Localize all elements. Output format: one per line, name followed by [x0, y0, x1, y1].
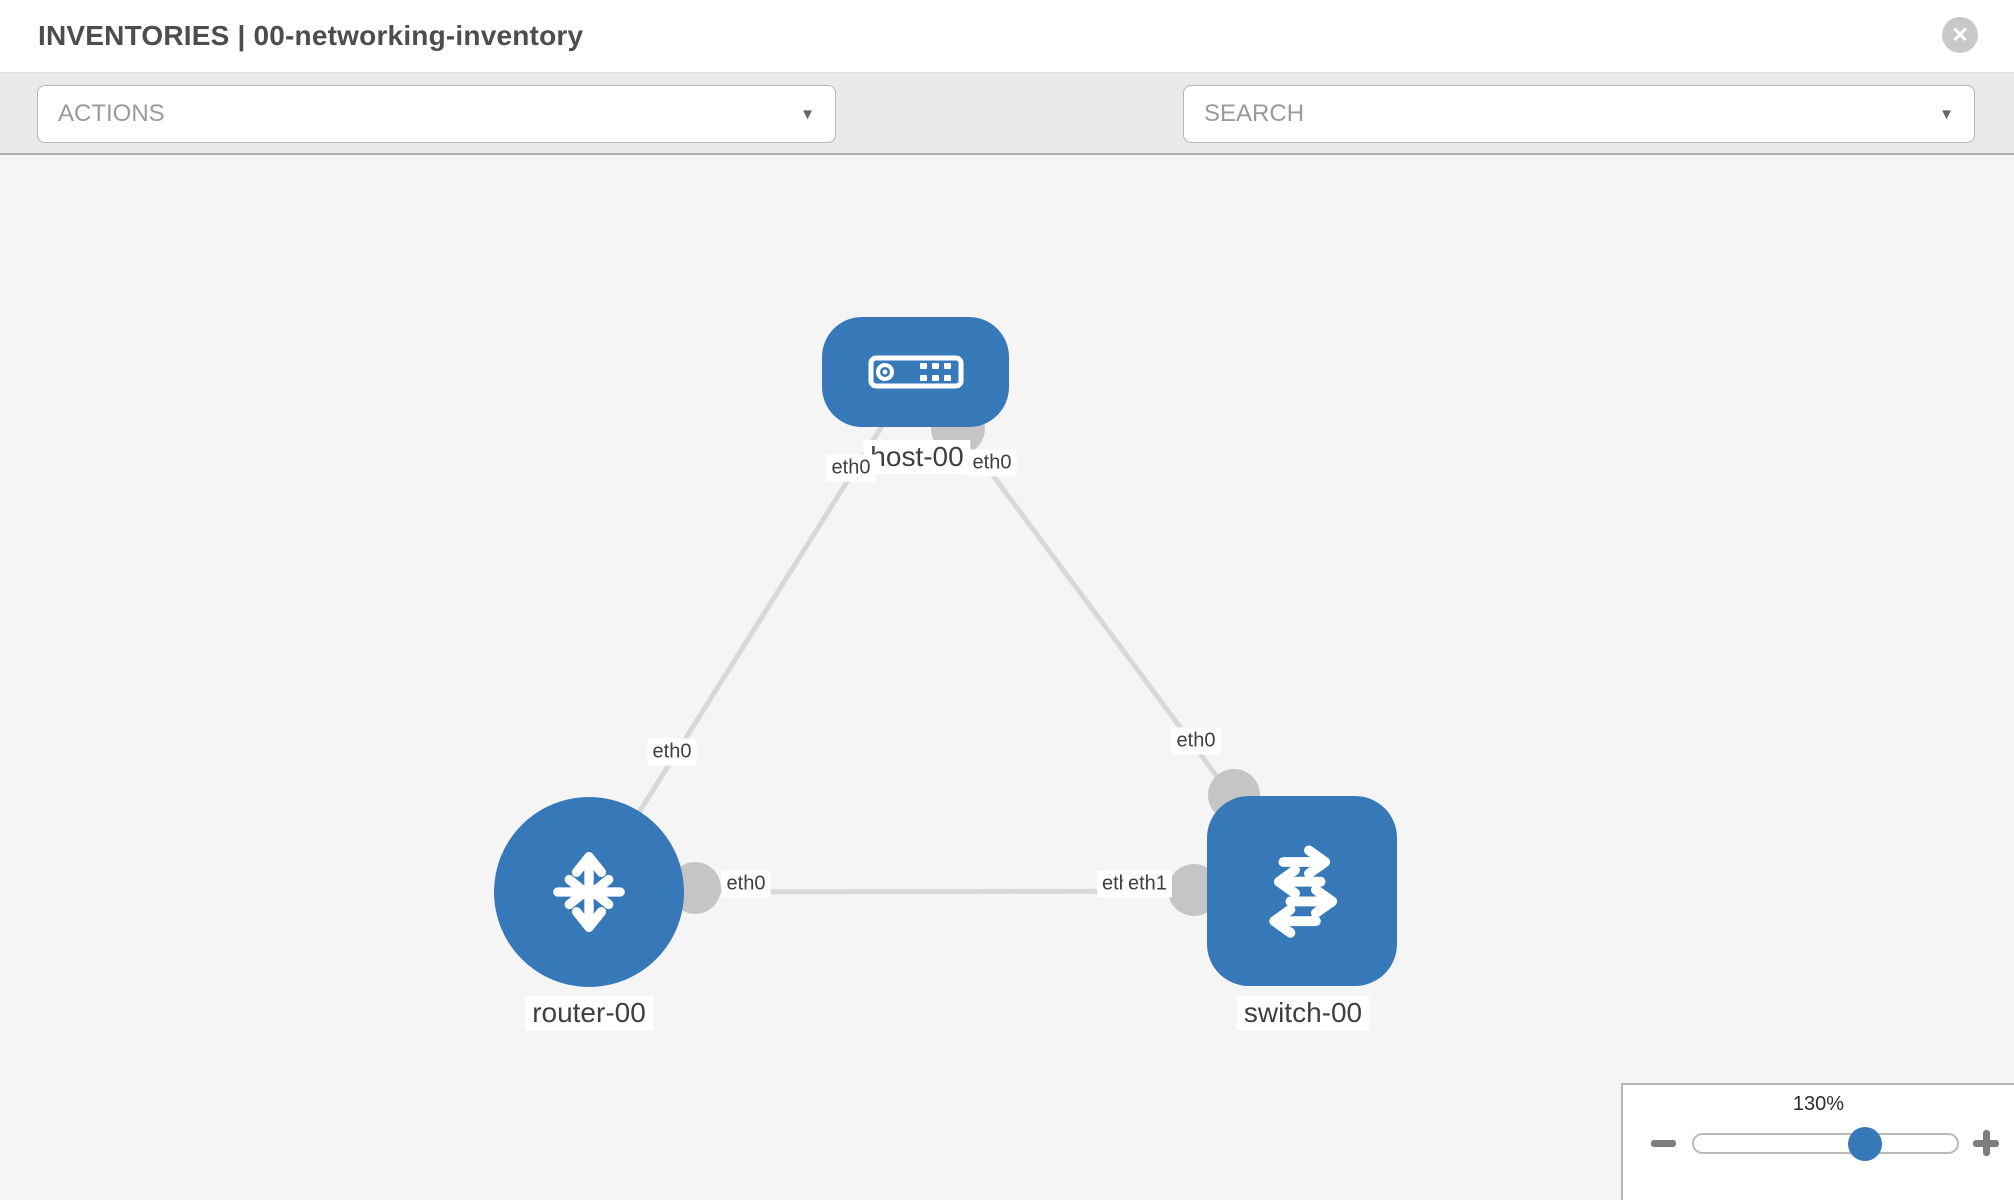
node-router-00[interactable]	[494, 797, 684, 987]
zoom-level-value: 130%	[1792, 1093, 1845, 1115]
zoom-slider-track[interactable]	[1692, 1133, 1959, 1154]
node-label-router[interactable]: router-00	[525, 996, 653, 1030]
zoom-out-minus-icon[interactable]	[1651, 1140, 1676, 1147]
zoom-in-plus-icon[interactable]	[1973, 1130, 1999, 1156]
chevron-down-icon: ▼	[800, 105, 815, 123]
iface-label-router-right: eth0	[721, 870, 771, 898]
close-glyph: ✕	[1951, 23, 1969, 47]
iface-label-host-switch-mid: eth0	[1171, 727, 1221, 755]
header: INVENTORIES | 00-networking-inventory ✕	[0, 0, 2014, 72]
host-icon	[868, 355, 963, 389]
switch-icon	[1269, 845, 1338, 938]
iface-label-host-router-mid: eth0	[647, 738, 697, 766]
search-dropdown[interactable]: ▼	[1183, 85, 1975, 143]
close-icon[interactable]: ✕	[1942, 17, 1978, 53]
iface-label-host-right: eth0	[967, 449, 1017, 477]
actions-dropdown-label: ACTIONS	[58, 100, 165, 127]
topology-links-layer	[586, 370, 1305, 916]
page-title: INVENTORIES | 00-networking-inventory	[38, 20, 584, 51]
chevron-down-icon: ▼	[1939, 105, 1954, 123]
router-icon	[553, 852, 625, 932]
topology-canvas[interactable]: host-00 router-00 switch-00 eth0 eth0 et…	[0, 155, 2014, 1200]
search-input[interactable]	[1204, 100, 1928, 128]
zoom-slider-thumb[interactable]	[1848, 1127, 1882, 1161]
node-label-switch[interactable]: switch-00	[1236, 996, 1370, 1030]
node-label-host[interactable]: host-00	[863, 440, 971, 474]
toolbar: ACTIONS ▼ ▼	[0, 72, 2014, 204]
iface-label-switch-left-front: eth1	[1123, 870, 1172, 898]
iface-label-host-left: eth0	[826, 454, 876, 482]
plus-vbar	[1983, 1130, 1990, 1156]
actions-dropdown[interactable]: ACTIONS ▼	[37, 85, 836, 143]
node-switch-00[interactable]	[1207, 796, 1397, 986]
node-host-00[interactable]	[822, 317, 1009, 427]
zoom-control-panel: 130%	[1621, 1083, 2014, 1200]
